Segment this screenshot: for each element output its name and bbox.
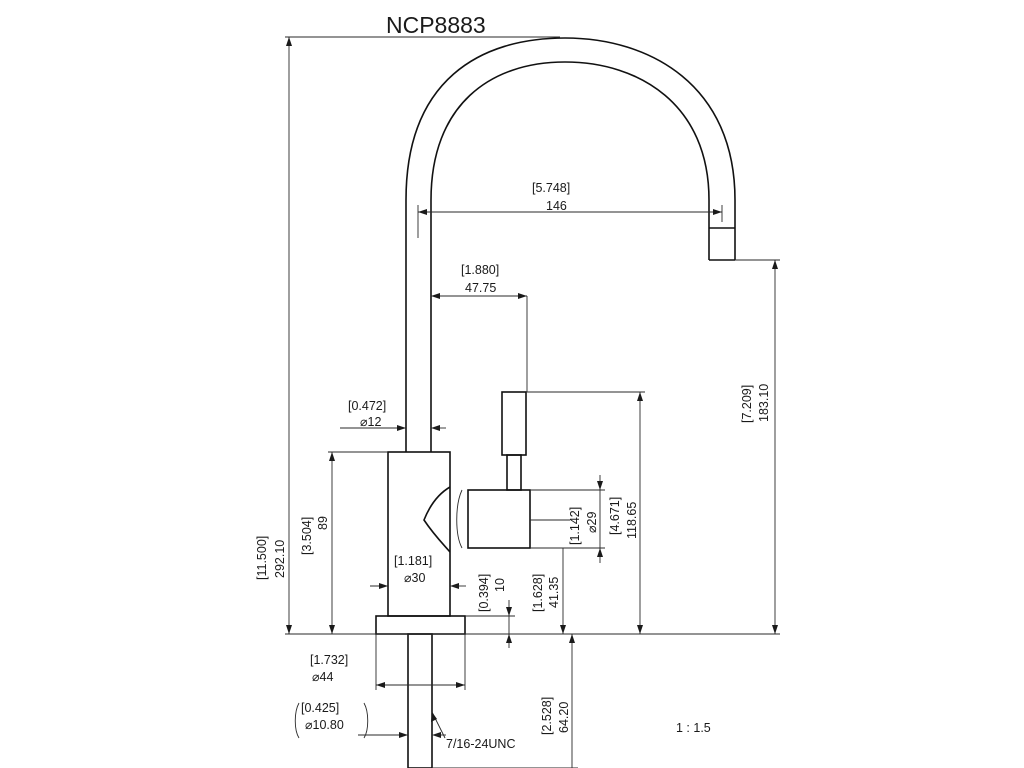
dimension-labels: [5.748] 146 [1.880] 47.75 [0.472] ⌀12 [1… — [255, 181, 771, 751]
base-thickness-mm: 10 — [493, 578, 507, 592]
body-height-mm: 89 — [316, 516, 330, 530]
threaded-shank — [407, 633, 433, 768]
thread-spec: 7/16-24UNC — [446, 737, 515, 751]
faucet-part — [375, 37, 736, 768]
base-dia-inch: [1.732] — [310, 653, 348, 667]
drawing-title: NCP8883 — [386, 12, 486, 38]
body-cylinder — [387, 451, 451, 617]
scale-note: 1 : 1.5 — [676, 721, 711, 735]
spout-height-inch: [7.209] — [740, 385, 754, 423]
reach-inch: [5.748] — [532, 181, 570, 195]
base-dia-mm: ⌀44 — [312, 670, 333, 684]
lever-center-mm: 41.35 — [547, 577, 561, 608]
lever-block — [467, 489, 531, 549]
gooseneck-outer — [405, 37, 736, 201]
spout-dia-inch: [0.472] — [348, 399, 386, 413]
handle-height-inch: [4.671] — [608, 497, 622, 535]
shank-dia-inch: [0.425] — [301, 701, 339, 715]
overall-height-inch: [11.500] — [255, 536, 269, 580]
overall-height-mm: 292.10 — [273, 540, 287, 578]
lever-dia-mm: ⌀29 — [585, 512, 599, 533]
body-dia-mm: ⌀30 — [404, 571, 425, 585]
handle-offset-inch: [1.880] — [461, 263, 499, 277]
handle-stem — [506, 454, 522, 491]
reach-mm: 146 — [546, 199, 567, 213]
handle-offset-mm: 47.75 — [465, 281, 496, 295]
shank-length-inch: [2.528] — [540, 697, 554, 735]
shank-length-mm: 64.20 — [557, 702, 571, 733]
body-dia-inch: [1.181] — [394, 554, 432, 568]
dimension-lines — [285, 36, 780, 768]
shank-dia-mm: ⌀10.80 — [305, 718, 344, 732]
paren-left — [294, 702, 300, 739]
base-thickness-inch: [0.394] — [477, 574, 491, 612]
gooseneck-inner — [430, 61, 710, 201]
lever-center-inch: [1.628] — [531, 574, 545, 612]
handle-height-mm: 118.65 — [625, 502, 639, 539]
paren-right — [363, 702, 369, 739]
lever-dia-inch: [1.142] — [568, 507, 582, 545]
body-height-inch: [3.504] — [300, 517, 314, 555]
handle-top — [501, 391, 527, 456]
lever-hub-curve — [423, 486, 451, 553]
lever-hub-inner — [456, 489, 463, 549]
spout-dia-mm: ⌀12 — [360, 415, 381, 429]
spout-height-mm: 183.10 — [757, 384, 771, 422]
base-flange — [375, 615, 466, 635]
